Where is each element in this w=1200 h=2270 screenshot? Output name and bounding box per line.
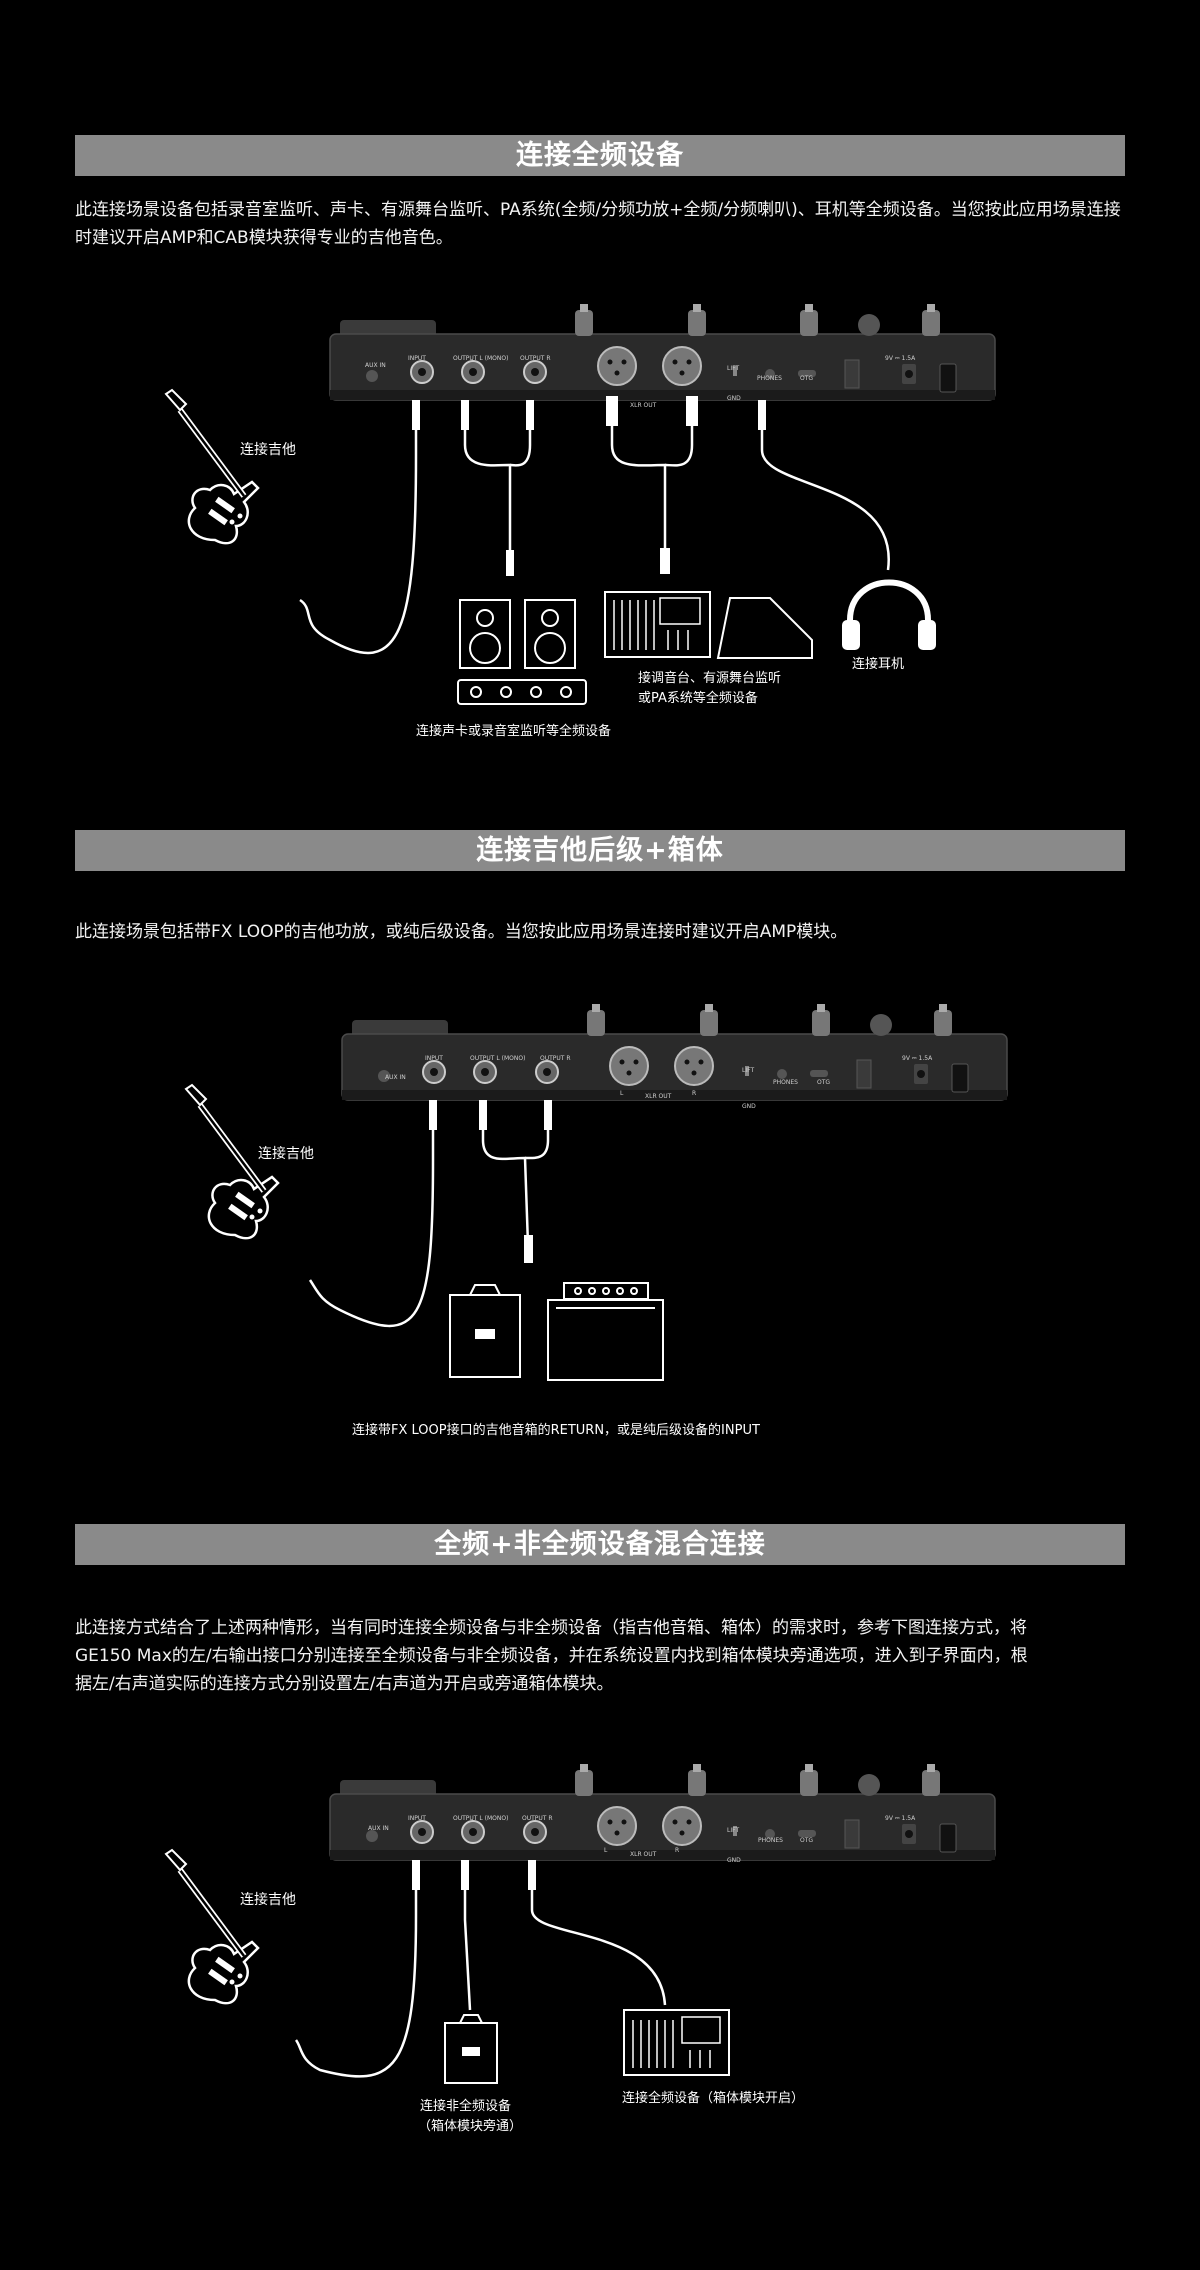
mixer-icon — [604, 591, 711, 658]
port-label-otg: OTG — [800, 375, 813, 382]
port-label-power: 9V ⎓ 1.5A — [885, 355, 916, 362]
mixer-label-line2: 或PA系统等全频设备 — [638, 690, 758, 706]
port-label-power: 9V ⎓ 1.5A — [885, 1815, 916, 1822]
jack-plug-icon — [544, 1100, 552, 1130]
plugs — [412, 1860, 536, 1890]
jack-plug-icon — [429, 1100, 437, 1130]
headphones-icon — [842, 579, 936, 650]
jack-plug-icon — [461, 1860, 469, 1890]
port-label-xlr-out: XLR OUT — [645, 1093, 672, 1100]
port-label-xlr-out: XLR OUT — [630, 1851, 657, 1858]
diagram-full-range: AUX IN INPUT OUTPUT L (MONO) OUTPUT R XL… — [0, 303, 996, 739]
port-label-input: INPUT — [425, 1055, 443, 1062]
section-title-full-range: 连接全频设备 — [75, 135, 1125, 176]
xlr-connector-icon — [606, 396, 618, 426]
port-label-aux-in: AUX IN — [385, 1074, 406, 1081]
port-label-xlr-l: L — [604, 1847, 608, 1854]
jack-plug-icon — [758, 400, 766, 430]
audio-interface-icon — [457, 679, 587, 705]
port-label-input: INPUT — [408, 355, 426, 362]
pedal-rear-panel — [341, 1003, 1008, 1101]
cables — [299, 412, 890, 655]
monitor-label: 连接声卡或录音室监听等全频设备 — [416, 723, 611, 739]
section-description-mixed: 此连接方式结合了上述两种情形，当有同时连接全频设备与非全频设备（指吉他音箱、箱体… — [75, 1614, 1125, 1698]
plugs — [412, 396, 766, 576]
jack-plug-icon — [461, 400, 469, 430]
pedal-rear-panel — [329, 303, 996, 401]
guitar-amp-icon — [449, 1284, 521, 1378]
guitar-label: 连接吉他 — [240, 441, 296, 458]
port-label-otg: OTG — [800, 1837, 813, 1844]
section-title-power-amp: 连接吉他后级+箱体 — [75, 830, 1125, 871]
diagram-mixed: AUX IN INPUT OUTPUT L (MONO) OUTPUT R L … — [0, 1763, 996, 2134]
jack-plug-icon — [479, 1100, 487, 1130]
port-label-output-l: OUTPUT L (MONO) — [453, 355, 508, 362]
port-label-output-l: OUTPUT L (MONO) — [470, 1055, 525, 1062]
jack-plug-icon — [412, 1860, 420, 1890]
section-description-full-range: 此连接场景设备包括录音室监听、声卡、有源舞台监听、PA系统(全频/分频功放+全频… — [75, 200, 1121, 248]
amp-label: 连接带FX LOOP接口的吉他音箱的RETURN，或是纯后级设备的INPUT — [352, 1422, 760, 1438]
jack-plug-icon — [528, 1860, 536, 1890]
port-label-power: 9V ⎓ 1.5A — [902, 1055, 933, 1062]
combo-amp-icon — [547, 1282, 664, 1381]
mixer-label: 连接全频设备（箱体模块开启） — [622, 2090, 804, 2106]
section-title-mixed: 全频+非全频设备混合连接 — [75, 1524, 1125, 1565]
guitar-label: 连接吉他 — [240, 1891, 296, 1908]
amp-label-line2: （箱体模块旁通） — [418, 2118, 522, 2134]
cables — [308, 1112, 550, 1328]
port-label-lift: LIFT — [727, 1827, 739, 1834]
port-label-gnd: GND — [727, 1857, 741, 1864]
guitar-icon — [166, 390, 258, 543]
guitar-amp-icon — [444, 2014, 498, 2084]
port-label-xlr-l: L — [620, 1090, 624, 1097]
description-line: 此连接方式结合了上述两种情形，当有同时连接全频设备与非全频设备（指吉他音箱、箱体… — [75, 1618, 1027, 1638]
guitar-icon — [166, 1850, 258, 2003]
port-label-xlr-out: XLR OUT — [630, 402, 657, 409]
section-description-power-amp: 此连接场景包括带FX LOOP的吉他功放，或纯后级设备。当您按此应用场景连接时建… — [75, 922, 848, 942]
pedal-rear-panel — [329, 1763, 996, 1861]
port-label-aux-in: AUX IN — [365, 362, 386, 369]
amp-label-line1: 连接非全频设备 — [420, 2098, 511, 2114]
port-label-phones: PHONES — [757, 375, 782, 382]
description-line: 据左/右声道实际的连接方式分别设置左/右声道为开启或旁通箱体模块。 — [75, 1674, 614, 1694]
port-label-gnd: GND — [727, 395, 741, 402]
jack-plug-icon — [412, 400, 420, 430]
port-label-input: INPUT — [408, 1815, 426, 1822]
port-label-output-r: OUTPUT R — [520, 355, 551, 362]
mixer-icon — [623, 2009, 730, 2076]
mixer-label-line1: 接调音台、有源舞台监听 — [638, 670, 781, 686]
plugs — [429, 1100, 552, 1263]
xlr-connector-icon — [686, 396, 698, 426]
guitar-label: 连接吉他 — [258, 1145, 314, 1162]
port-label-lift: LIFT — [742, 1067, 754, 1074]
port-label-aux-in: AUX IN — [368, 1825, 389, 1832]
jack-plug-icon — [524, 1235, 533, 1263]
studio-monitor-icon — [459, 599, 576, 669]
port-label-output-r: OUTPUT R — [540, 1055, 571, 1062]
port-label-gnd: GND — [742, 1103, 756, 1110]
jack-plug-icon — [526, 400, 534, 430]
port-label-output-r: OUTPUT R — [522, 1815, 553, 1822]
port-label-lift: LIFT — [727, 365, 739, 372]
headphones-label: 连接耳机 — [852, 656, 904, 672]
port-label-output-l: OUTPUT L (MONO) — [453, 1815, 508, 1822]
port-label-xlr-r: R — [675, 1847, 679, 1854]
port-label-xlr-r: R — [692, 1090, 696, 1097]
description-line: GE150 Max的左/右输出接口分别连接至全频设备与非全频设备，并在系统设置内… — [75, 1646, 1028, 1666]
stage-monitor-icon — [716, 597, 813, 659]
port-label-otg: OTG — [817, 1079, 830, 1086]
port-label-phones: PHONES — [773, 1079, 798, 1086]
port-label-phones: PHONES — [758, 1837, 783, 1844]
diagram-power-amp: AUX IN INPUT OUTPUT L (MONO) OUTPUT R L … — [0, 1003, 1008, 1438]
